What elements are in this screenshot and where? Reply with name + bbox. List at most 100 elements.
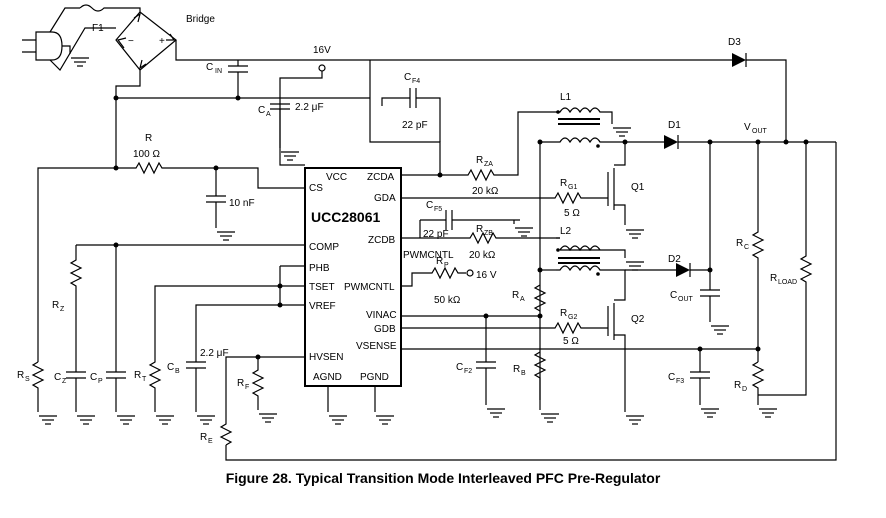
svg-text:VREF: VREF bbox=[309, 301, 336, 312]
svg-text:PWMCNTL: PWMCNTL bbox=[344, 282, 395, 293]
svg-text:20 kΩ: 20 kΩ bbox=[472, 186, 499, 197]
cap-cz: C Z bbox=[54, 371, 96, 425]
diode-d3: D3 bbox=[728, 37, 787, 142]
cap-cf5: C F5 22 pF bbox=[419, 200, 534, 240]
svg-text:R: R bbox=[237, 378, 244, 389]
svg-text:ZA: ZA bbox=[484, 161, 493, 168]
svg-text:100 Ω: 100 Ω bbox=[133, 149, 160, 160]
svg-text:R: R bbox=[52, 300, 59, 311]
vout-label: V OUT bbox=[744, 122, 768, 135]
cap-cb: C B 2.2 μF bbox=[167, 304, 280, 425]
svg-text:D1: D1 bbox=[668, 120, 681, 131]
svg-text:HVSEN: HVSEN bbox=[309, 352, 343, 363]
diode-d1: D1 bbox=[625, 120, 836, 149]
svg-text:F5: F5 bbox=[434, 206, 442, 213]
svg-text:C: C bbox=[258, 105, 265, 116]
svg-text:Q1: Q1 bbox=[631, 182, 645, 193]
svg-text:ZB: ZB bbox=[484, 230, 493, 237]
svg-text:16V: 16V bbox=[313, 45, 331, 56]
svg-text:VSENSE: VSENSE bbox=[356, 341, 397, 352]
svg-text:L1: L1 bbox=[560, 92, 572, 103]
resistor-rs: R S bbox=[17, 361, 58, 425]
svg-text:R: R bbox=[560, 308, 567, 319]
resistor-rz: R Z bbox=[52, 245, 83, 372]
svg-text:B: B bbox=[175, 368, 180, 375]
svg-text:C: C bbox=[744, 244, 749, 251]
svg-text:PGND: PGND bbox=[360, 372, 389, 383]
f1-label: F1 bbox=[92, 23, 104, 34]
resistor-rf: R F bbox=[237, 354, 305, 423]
svg-text:Q2: Q2 bbox=[631, 314, 645, 325]
svg-text:Z: Z bbox=[60, 306, 65, 313]
svg-text:E: E bbox=[208, 438, 213, 445]
vcc-16v: 16V bbox=[279, 45, 331, 166]
svg-text:R: R bbox=[770, 273, 777, 284]
diode-d2: D2 bbox=[625, 254, 710, 277]
svg-text:R: R bbox=[134, 370, 141, 381]
svg-text:C: C bbox=[456, 362, 463, 373]
resistor-re: R E bbox=[200, 356, 258, 446]
svg-text:5 Ω: 5 Ω bbox=[564, 208, 580, 219]
svg-text:C: C bbox=[426, 200, 433, 211]
svg-text:5 Ω: 5 Ω bbox=[563, 336, 579, 347]
inductor-l2: L2 bbox=[555, 226, 645, 285]
pwmcntl-net-label: PWMCNTL bbox=[403, 250, 454, 261]
svg-text:R: R bbox=[436, 256, 443, 267]
svg-text:AGND: AGND bbox=[313, 372, 342, 383]
figure-caption: Figure 28. Typical Transition Mode Inter… bbox=[225, 470, 661, 486]
svg-text:COMP: COMP bbox=[309, 242, 339, 253]
svg-text:R: R bbox=[512, 290, 519, 301]
cin-label: C bbox=[206, 62, 213, 73]
resistor-rd: R D bbox=[734, 361, 778, 418]
svg-text:TSET: TSET bbox=[309, 282, 335, 293]
pfc-schematic: F1 + − Bridge C IN D3 16V C A 2.2 bbox=[17, 4, 837, 461]
svg-text:L2: L2 bbox=[560, 226, 572, 237]
cap-cf3: C F3 bbox=[668, 349, 720, 418]
ac-plug bbox=[22, 31, 90, 67]
svg-text:OUT: OUT bbox=[752, 128, 768, 135]
resistor-rload: R LOAD bbox=[758, 142, 813, 396]
svg-text:R: R bbox=[560, 178, 567, 189]
svg-text:C: C bbox=[167, 362, 174, 373]
svg-text:D: D bbox=[742, 386, 747, 393]
ic-ucc28061: UCC28061 VCC CS COMP PHB TSET VREF HVSEN… bbox=[304, 167, 402, 387]
cap-cin: C IN bbox=[206, 60, 248, 98]
ac-wires bbox=[49, 4, 141, 71]
resistor-ra: R A bbox=[512, 284, 547, 312]
svg-text:V: V bbox=[744, 122, 751, 133]
svg-text:R: R bbox=[200, 432, 207, 443]
svg-text:16 V: 16 V bbox=[476, 270, 497, 281]
d3-label: D3 bbox=[728, 37, 741, 48]
resistor-rg1: R G1 5 Ω bbox=[401, 178, 608, 219]
svg-text:Z: Z bbox=[62, 378, 67, 385]
svg-text:F2: F2 bbox=[464, 368, 472, 375]
svg-text:R: R bbox=[476, 155, 483, 166]
svg-text:VCC: VCC bbox=[326, 172, 347, 183]
bridge-rectifier: + − Bridge bbox=[115, 11, 238, 98]
resistor-rp: 16 V R P 50 kΩ bbox=[401, 256, 497, 306]
cap-cp: C P bbox=[90, 245, 136, 425]
svg-text:F3: F3 bbox=[676, 378, 684, 385]
svg-text:G2: G2 bbox=[568, 314, 577, 321]
cap-cf2: C F2 bbox=[456, 316, 506, 418]
resistor-rg2: R G2 5 Ω bbox=[401, 308, 608, 347]
svg-text:CS: CS bbox=[309, 183, 323, 194]
mosfet-q1: Q1 bbox=[607, 142, 645, 239]
svg-text:ZCDA: ZCDA bbox=[367, 172, 395, 183]
svg-text:R: R bbox=[736, 238, 743, 249]
svg-text:VINAC: VINAC bbox=[366, 310, 397, 321]
hvsen-loop bbox=[225, 142, 837, 461]
svg-text:C: C bbox=[90, 372, 97, 383]
resistor-rb: R B bbox=[513, 351, 560, 423]
resistor-rt: R T bbox=[134, 265, 305, 425]
rs-net bbox=[37, 167, 116, 362]
cap-cf4: C F4 22 pF bbox=[369, 60, 441, 176]
mosfet-q2: Q2 bbox=[607, 285, 645, 425]
svg-text:R: R bbox=[145, 133, 152, 144]
svg-text:GDB: GDB bbox=[374, 324, 396, 335]
svg-text:IN: IN bbox=[215, 68, 222, 75]
svg-text:S: S bbox=[25, 376, 30, 383]
svg-text:P: P bbox=[98, 378, 103, 385]
resistor-rzb: R ZB 20 kΩ bbox=[401, 224, 560, 261]
svg-text:+: + bbox=[159, 36, 165, 47]
